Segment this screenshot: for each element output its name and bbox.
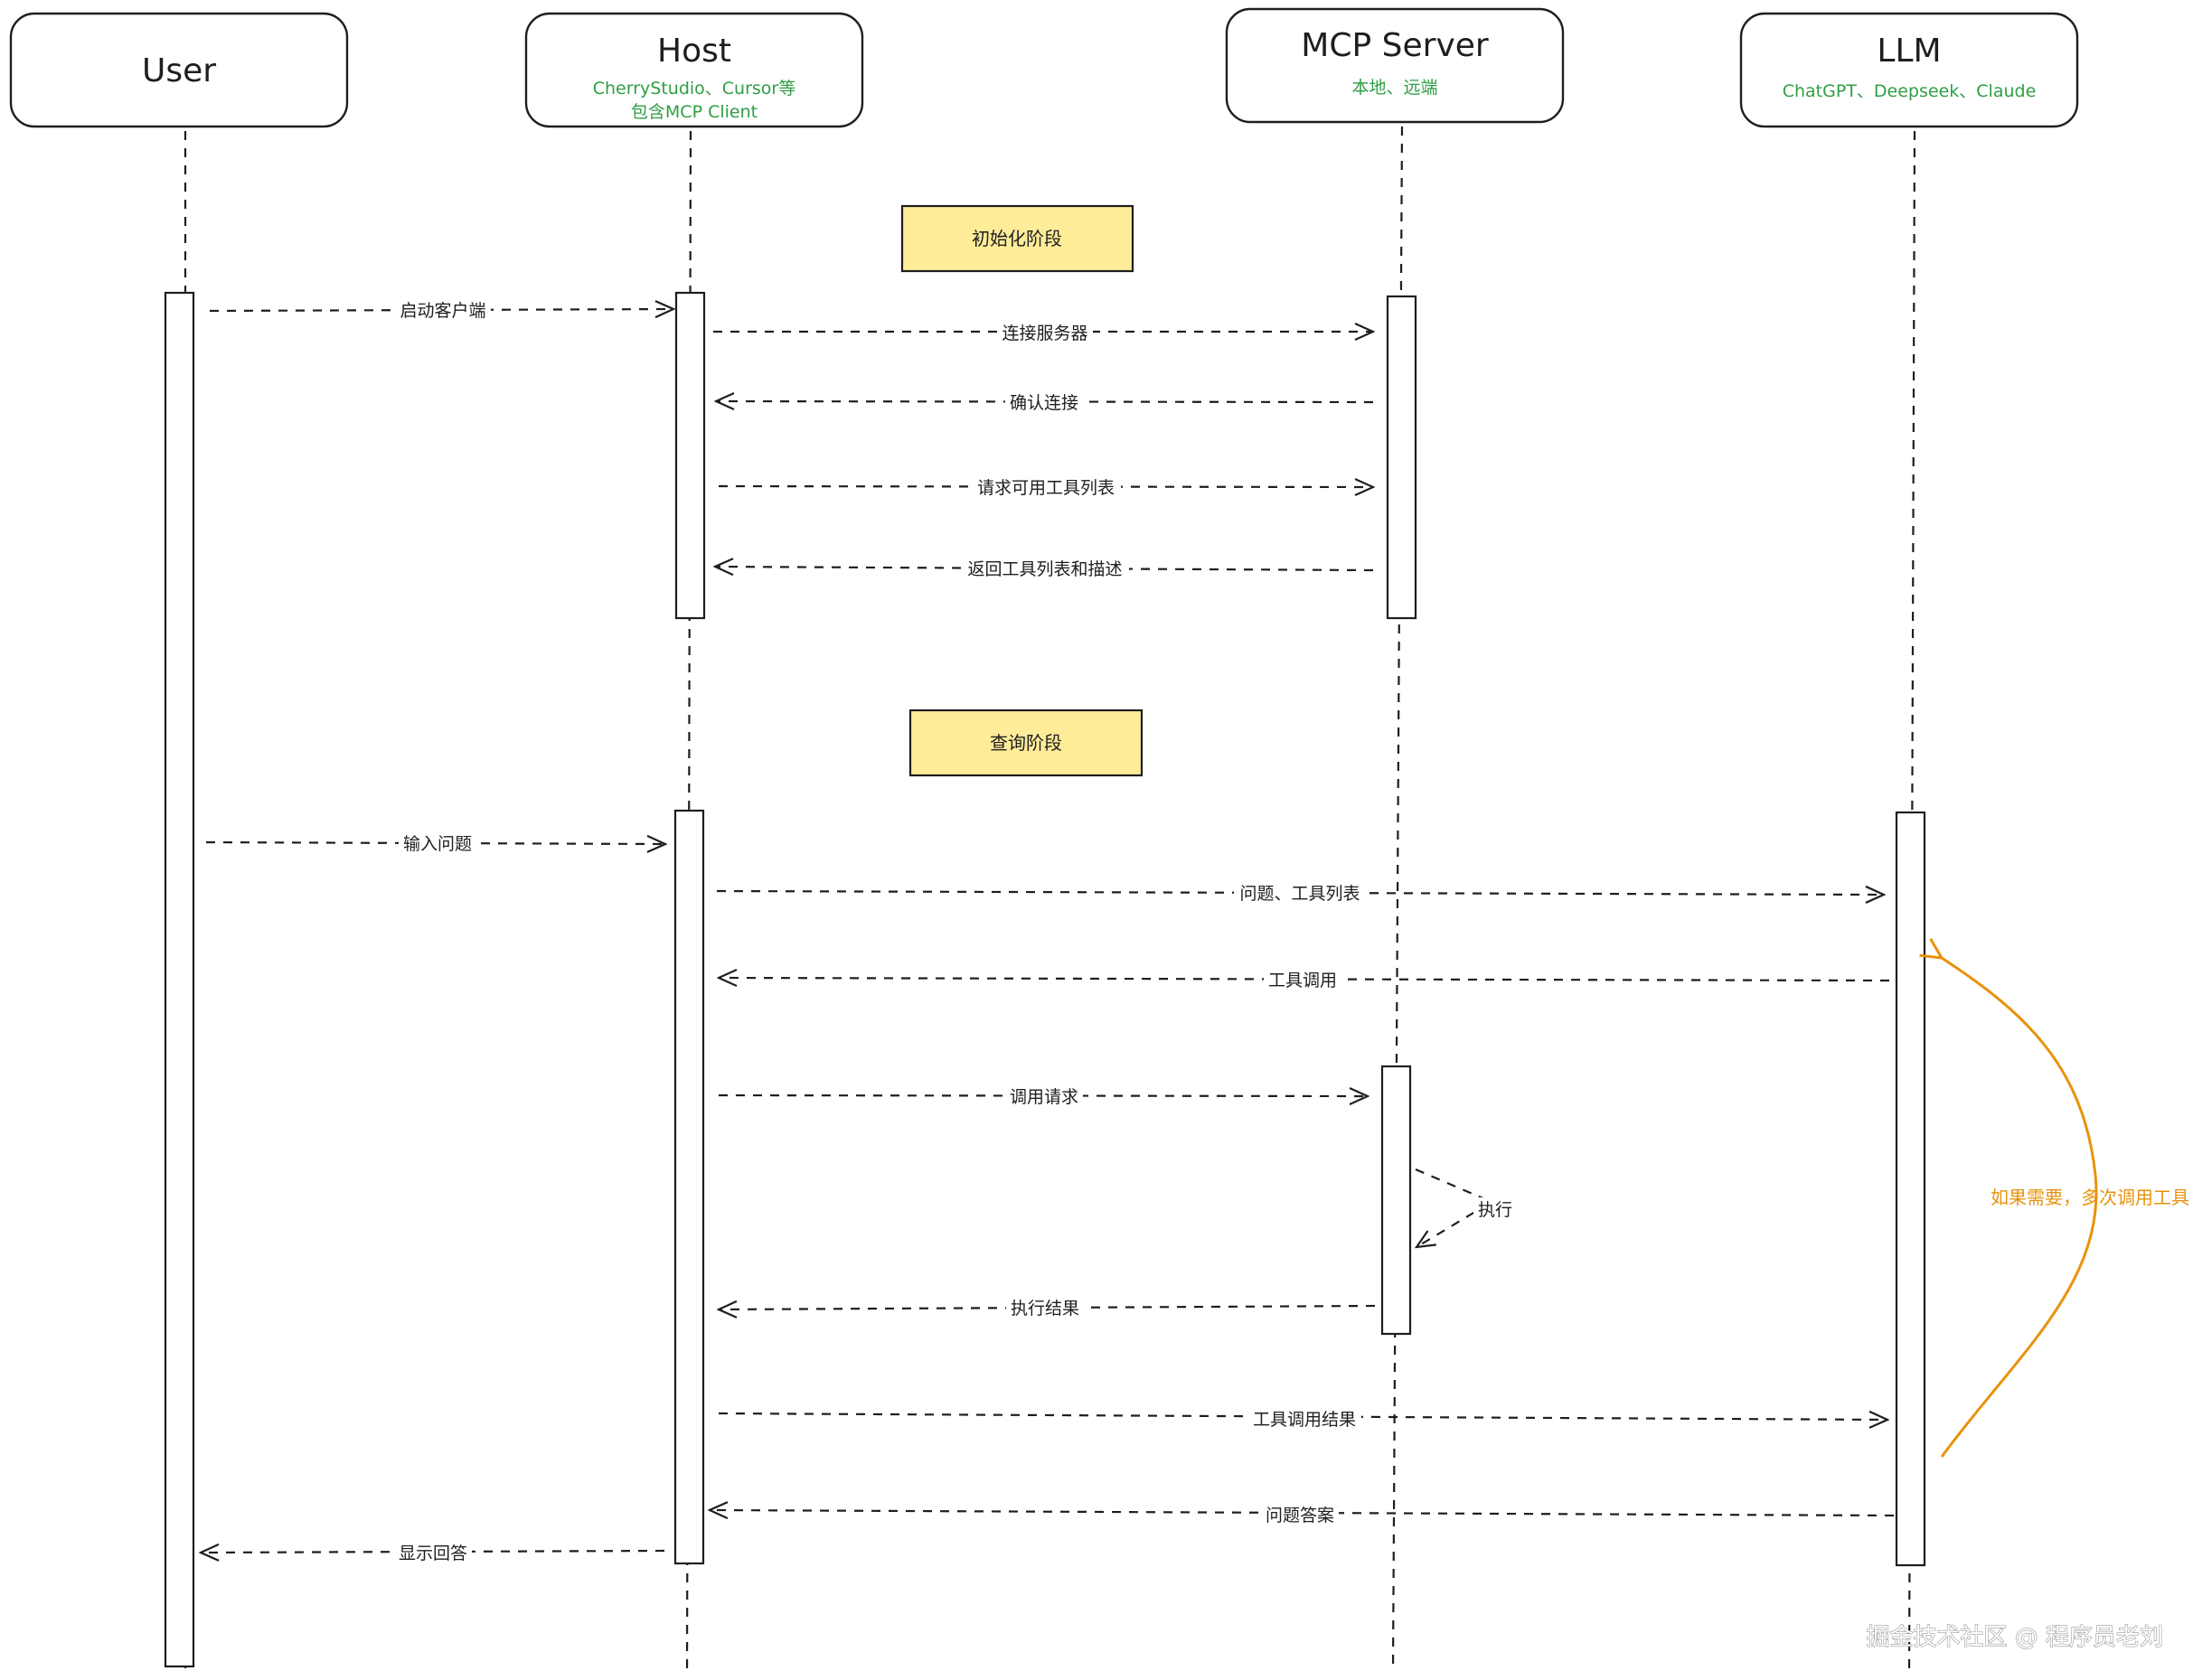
actor-llm: LLM ChatGPT、Deepseek、Claude xyxy=(1739,12,2079,128)
message-call-request-label: 调用请求 xyxy=(1010,1087,1078,1107)
actor-server-subtitle: 本地、远端 xyxy=(1351,78,1437,98)
host-activation-query xyxy=(673,809,705,1565)
message-answer: 问题答案 xyxy=(710,1503,1895,1526)
message-start-client-label: 启动客户端 xyxy=(400,301,485,321)
message-request-tools-label: 请求可用工具列表 xyxy=(977,478,1115,498)
message-confirm-connect-label: 确认连接 xyxy=(1010,393,1078,413)
message-return-tools-label: 返回工具列表和描述 xyxy=(967,559,1122,579)
actor-llm-subtitle: ChatGPT、Deepseek、Claude xyxy=(1783,81,2037,101)
actor-mcp-server: MCP Server 本地、远端 xyxy=(1225,7,1565,124)
actor-llm-title: LLM xyxy=(1877,33,1941,70)
actor-host-subtitle-line1: CherryStudio、Cursor等 xyxy=(593,79,796,99)
phase-init-label: 初始化阶段 xyxy=(972,228,1062,249)
message-execute-self: 执行 xyxy=(1416,1168,1517,1247)
actor-user: User xyxy=(9,12,349,128)
loop-note: 如果需要，多次调用工具 xyxy=(1919,938,2189,1458)
server-activation-exec xyxy=(1380,1065,1412,1336)
actor-host: Host CherryStudio、Cursor等 包含MCP Client xyxy=(524,12,864,128)
message-confirm-connect: 确认连接 xyxy=(716,390,1374,414)
message-tool-result: 工具调用结果 xyxy=(718,1407,1887,1431)
watermark: 掘金技术社区 @ 程序员老刘 xyxy=(1866,1624,2163,1651)
phase-init-box: 初始化阶段 xyxy=(900,204,1134,273)
loop-curved-arrow xyxy=(1919,938,2098,1458)
phase-query-box: 查询阶段 xyxy=(908,709,1144,777)
actor-user-title: User xyxy=(142,52,216,89)
message-call-request: 调用请求 xyxy=(718,1084,1368,1108)
host-activation-init xyxy=(674,291,706,620)
message-connect-server-label: 连接服务器 xyxy=(1002,324,1087,343)
message-tool-call-label: 工具调用 xyxy=(1268,971,1337,990)
llm-activation-query xyxy=(1895,811,1926,1567)
message-execute-label: 执行 xyxy=(1478,1200,1512,1220)
loop-note-label: 如果需要，多次调用工具 xyxy=(1991,1187,2189,1208)
message-request-tools: 请求可用工具列表 xyxy=(718,475,1373,499)
phase-query-label: 查询阶段 xyxy=(990,732,1062,754)
message-exec-result-label: 执行结果 xyxy=(1011,1299,1079,1319)
message-input-question-label: 输入问题 xyxy=(403,834,472,854)
user-activation-bar xyxy=(164,291,195,1668)
message-question-tools: 问题、工具列表 xyxy=(716,881,1884,905)
server-activation-init xyxy=(1386,295,1417,620)
message-question-tools-label: 问题、工具列表 xyxy=(1239,884,1360,904)
message-input-question: 输入问题 xyxy=(205,831,665,855)
message-show-answer-label: 显示回答 xyxy=(399,1544,467,1563)
message-return-tools: 返回工具列表和描述 xyxy=(715,557,1374,580)
message-tool-result-label: 工具调用结果 xyxy=(1253,1410,1356,1430)
message-tool-call: 工具调用 xyxy=(719,968,1890,991)
actor-host-subtitle-line2: 包含MCP Client xyxy=(631,102,758,122)
message-exec-result: 执行结果 xyxy=(719,1296,1376,1319)
message-answer-label: 问题答案 xyxy=(1266,1506,1334,1525)
message-start-client: 启动客户端 xyxy=(209,298,673,322)
message-show-answer: 显示回答 xyxy=(201,1541,665,1564)
actor-server-title: MCP Server xyxy=(1301,27,1489,64)
message-connect-server: 连接服务器 xyxy=(713,321,1373,344)
actor-host-title: Host xyxy=(657,33,731,70)
